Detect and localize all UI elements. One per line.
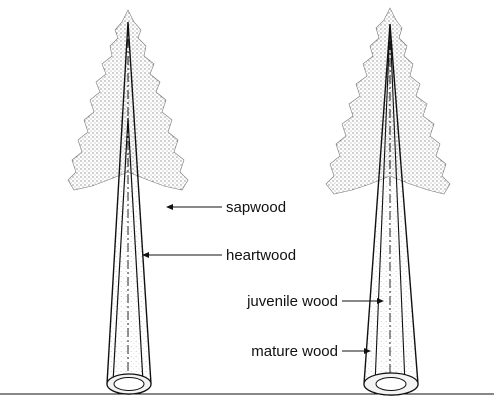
arrowhead-sapwood [166,204,173,210]
base-ring-inner-right [376,378,406,391]
label-juvenile-wood: juvenile wood [246,293,338,310]
leader-lines [147,207,379,351]
label-sapwood: sapwood [226,199,286,216]
label-heartwood: heartwood [226,247,296,264]
tree-right [326,8,450,395]
leader-arrowheads [142,204,384,354]
label-mature-wood: mature wood [251,343,338,360]
base-ring-inner-left [114,378,144,391]
tree-left [68,10,188,394]
